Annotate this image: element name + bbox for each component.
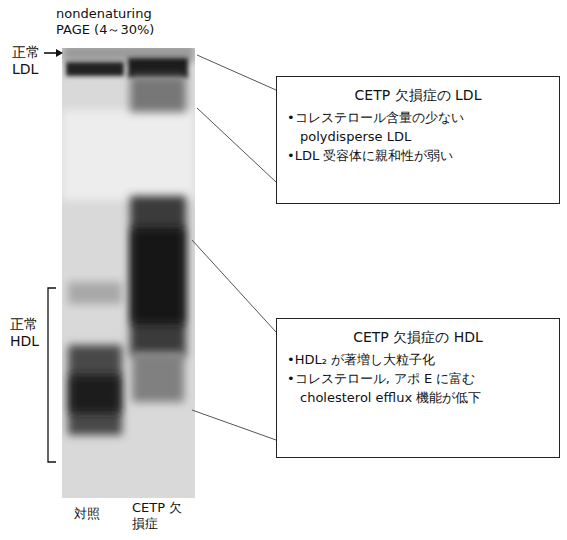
ldl-arrow (44, 52, 58, 54)
bullet-text: •コレステロール含量の少ない polydisperse LDL (287, 109, 549, 147)
ldl-arrowhead (56, 49, 63, 57)
leader-line (192, 240, 276, 332)
box-heading: CETP 欠損症の LDL (287, 85, 549, 105)
hdl-core-cetp (132, 228, 184, 324)
callout-box: CETP 欠損症の LDL •コレステロール含量の少ない polydisperse… (276, 76, 560, 204)
leader-line (197, 55, 276, 90)
hdl-band-control (68, 345, 122, 435)
hdl-core-control (70, 375, 120, 413)
box-heading: CETP 欠損症の HDL (287, 327, 549, 347)
lane-label: CETP 欠損症 (132, 500, 184, 531)
leader-line (197, 108, 276, 182)
bullet-text: •HDL₂ が著増し大粒子化 (287, 351, 549, 370)
gel (62, 48, 195, 498)
ldl-band-cetp (128, 58, 188, 78)
hdl-smear-cetp (130, 196, 186, 356)
hdl-tail-cetp (132, 352, 184, 402)
method-label: nondenaturing PAGE (4～30%) (56, 6, 176, 37)
hdl-bracket (48, 288, 56, 462)
ldl-band-control (66, 62, 124, 76)
hdl-faint-control (68, 282, 122, 304)
gel-light-zone (62, 110, 195, 200)
leader-line (192, 410, 276, 440)
band-label: 正常 HDL (10, 316, 44, 350)
bullet-text: •LDL 受容体に親和性が弱い (287, 147, 549, 166)
band-label: 正常 LDL (12, 44, 44, 78)
ldl-smear-cetp (130, 76, 186, 112)
bullet-text: •コレステロール, アポ E に富む cholesterol efflux 機能… (287, 370, 549, 408)
callout-box: CETP 欠損症の HDL •HDL₂ が著増し大粒子化•コレステロール, アポ … (276, 318, 560, 458)
lane-label: 対照 (74, 506, 114, 522)
gel-ground (62, 48, 195, 498)
